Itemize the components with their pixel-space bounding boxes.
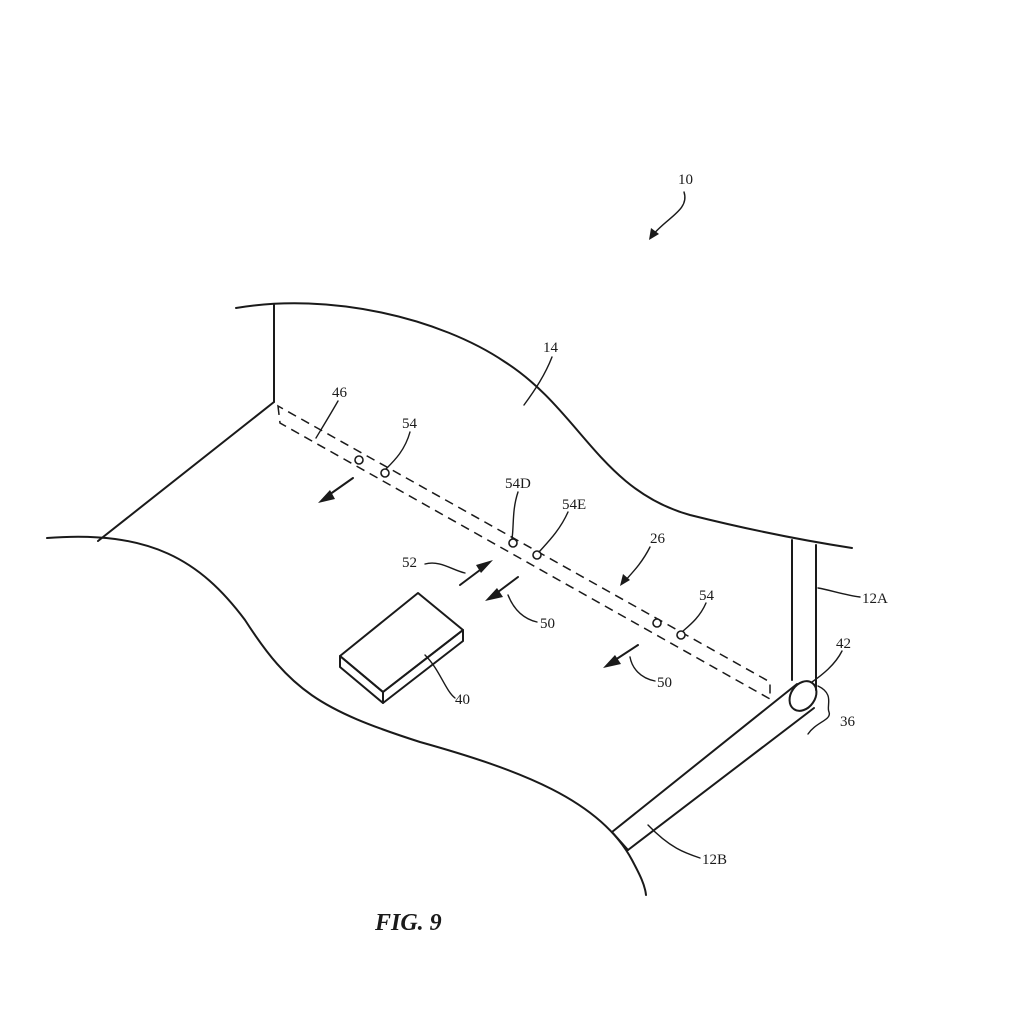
leader-10-arrowhead: [649, 228, 659, 240]
hinge-42: [788, 680, 818, 712]
opening-54g: [676, 630, 686, 640]
airflow-arrow-lower: [603, 644, 639, 668]
label-42: 42: [836, 636, 851, 652]
leader-42: [811, 650, 843, 683]
airflow-arrow-middle: [485, 576, 519, 601]
leader-50-lower: [629, 656, 656, 682]
airflow-arrow-upper: [318, 477, 354, 503]
leader-14: [523, 356, 553, 406]
leader-12b: [647, 824, 701, 859]
label-54-top: 54: [402, 416, 418, 432]
figure-caption: FIG. 9: [374, 910, 442, 936]
airflow-arrow-inward: [459, 560, 493, 586]
upper-panel-top-edge: [235, 302, 853, 549]
leader-26-arrowhead: [620, 574, 630, 586]
leader-40: [424, 654, 456, 699]
opening-54a: [354, 455, 364, 465]
opening-54e: [532, 550, 542, 560]
label-12a: 12A: [862, 591, 888, 607]
wall-12b-end: [611, 831, 629, 851]
leader-50-middle: [507, 594, 538, 623]
leader-54-top: [385, 431, 411, 470]
label-50-lower: 50: [657, 675, 672, 691]
dashed-strip-46: [277, 404, 771, 701]
label-50-middle: 50: [540, 616, 555, 632]
wall-12b-bottom-edge: [627, 707, 815, 851]
opening-54b: [380, 468, 390, 478]
opening-54f: [652, 618, 662, 628]
label-52: 52: [402, 555, 417, 571]
label-40: 40: [455, 692, 470, 708]
label-10: 10: [678, 172, 693, 188]
label-54d: 54D: [505, 476, 531, 492]
wall-12b-top-edge: [611, 683, 798, 833]
floor-left-diagonal: [97, 401, 275, 542]
opening-54d: [508, 538, 518, 548]
label-12b: 12B: [702, 852, 727, 868]
label-36: 36: [840, 714, 856, 730]
component-40: [339, 592, 464, 704]
label-54e: 54E: [562, 497, 586, 513]
leader-36: [807, 685, 830, 735]
leader-26: [623, 546, 651, 583]
label-54-right: 54: [699, 588, 715, 604]
label-26: 26: [650, 531, 666, 547]
label-46: 46: [332, 385, 348, 401]
label-14: 14: [543, 340, 559, 356]
lower-panel-edge: [46, 535, 647, 896]
leader-54e: [538, 511, 569, 553]
leader-10: [651, 191, 686, 237]
leader-54d: [511, 491, 519, 540]
leader-46: [315, 400, 339, 439]
leader-54-right: [682, 602, 707, 632]
leader-52: [424, 562, 466, 574]
leader-12a: [817, 587, 861, 598]
